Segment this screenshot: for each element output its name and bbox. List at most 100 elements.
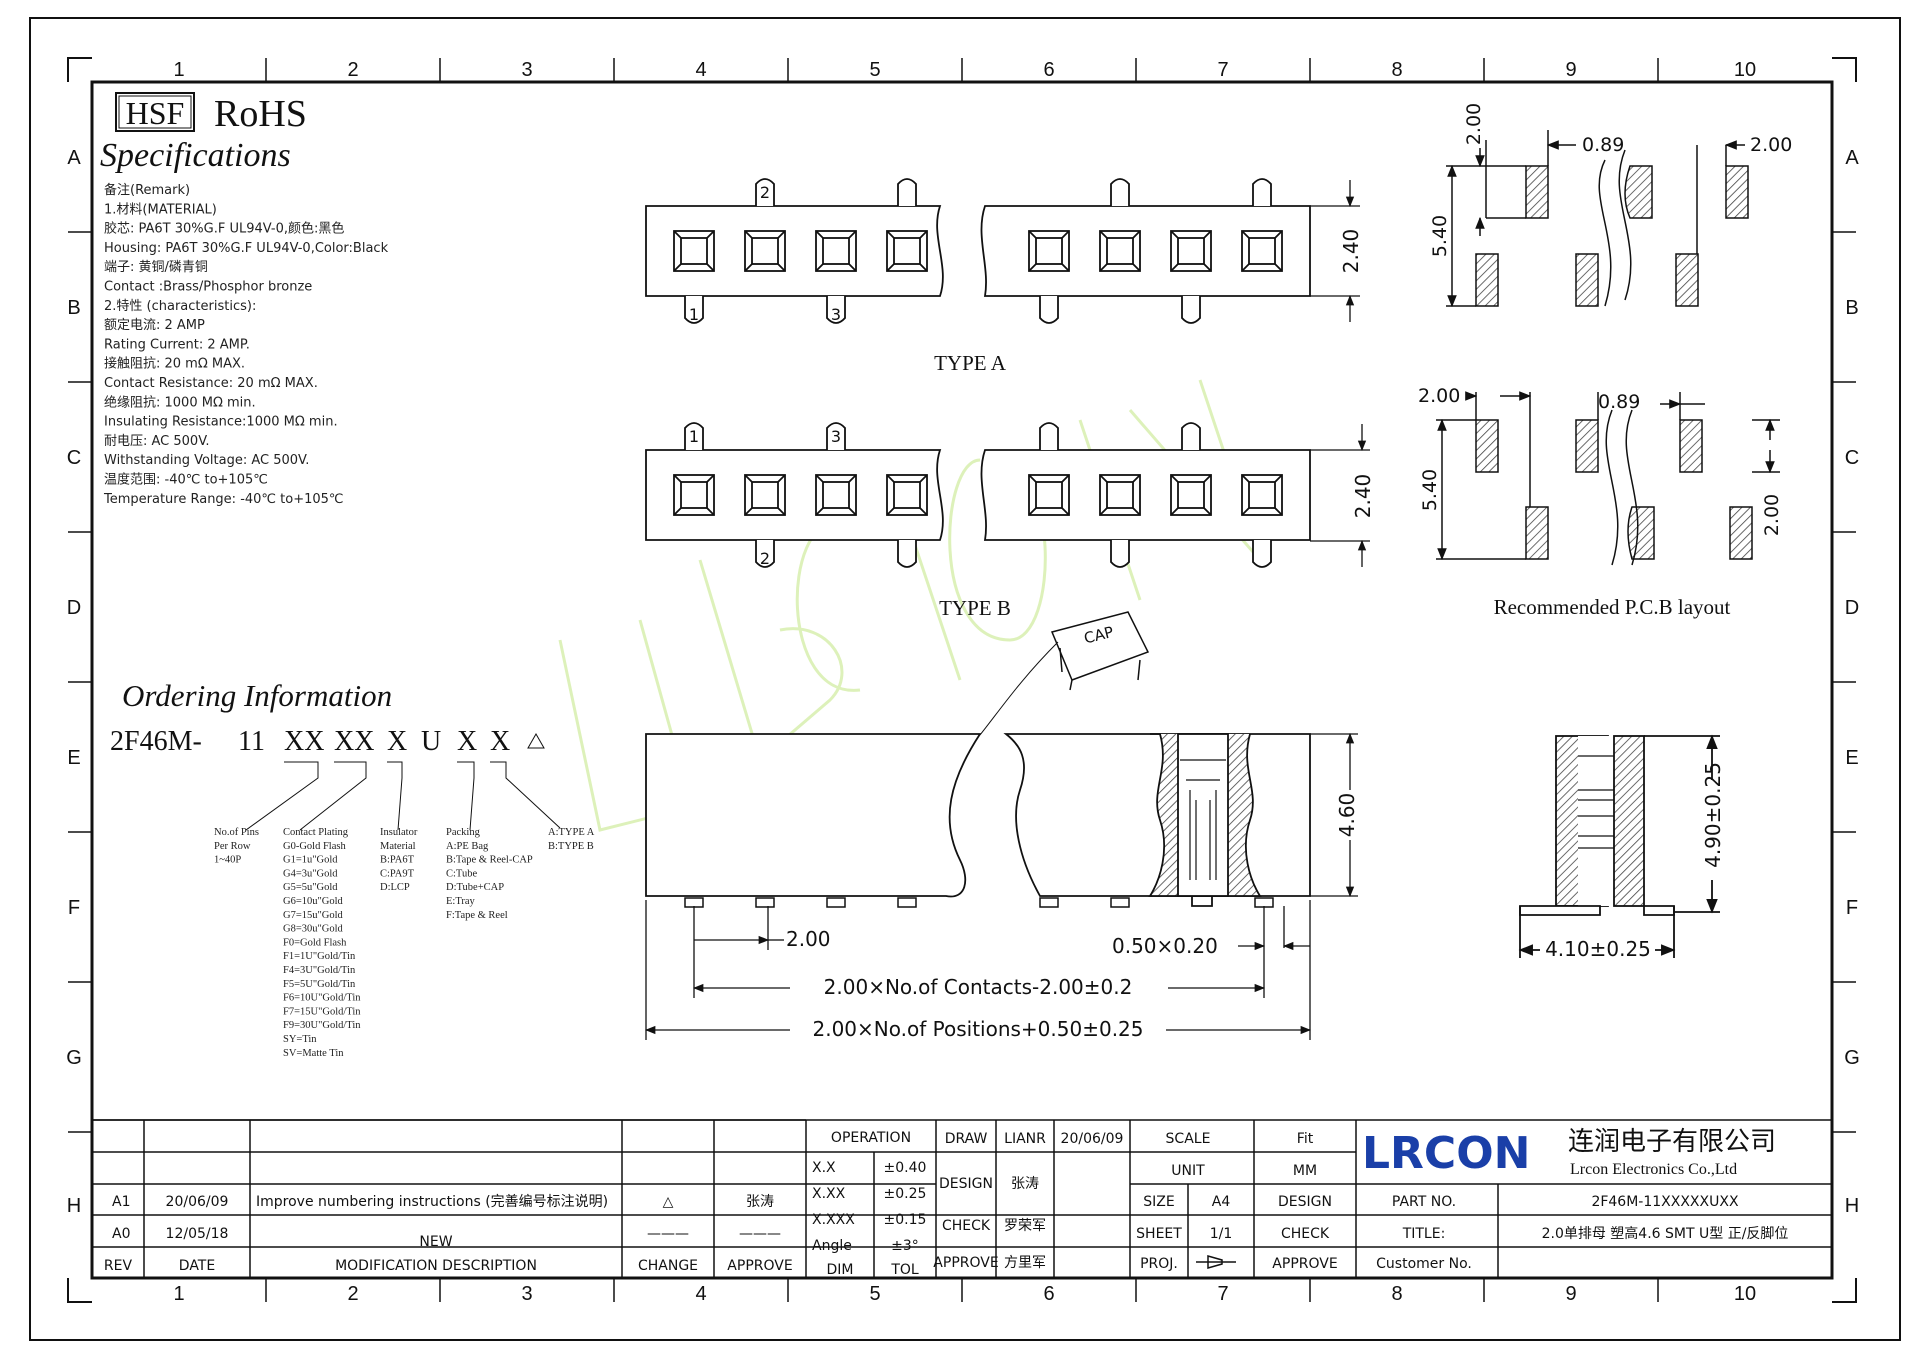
spec-line: 耐电压: AC 500V.	[104, 434, 210, 449]
ordering-legend-line: Insulator	[380, 827, 418, 838]
ordering-legend-line: F:Tape & Reel	[446, 910, 508, 921]
specs-title: Specifications	[100, 137, 291, 174]
pin-bottom	[684, 296, 704, 324]
ordering-code-segment: XX	[284, 726, 324, 757]
spec-line: Insulating Resistance:1000 MΩ min.	[104, 415, 338, 430]
rev-code: A1	[112, 1194, 130, 1210]
grid-row-label-right: E	[1845, 747, 1858, 769]
pin-bottom	[1110, 540, 1130, 568]
pin-bottom	[1181, 296, 1201, 324]
header-change: CHANGE	[638, 1258, 698, 1274]
pin-number: 3	[831, 305, 841, 324]
tol-dim-header: DIM	[827, 1262, 854, 1278]
ordering-legend-line: F4=3U"Gold/Tin	[283, 965, 356, 976]
ordering-legend-line: F0=Gold Flash	[283, 937, 347, 948]
pcb-layout-label: Recommended P.C.B layout	[1494, 595, 1731, 619]
signoff-role: CHECK	[942, 1218, 991, 1234]
ordering-legend-line: Packing	[446, 827, 481, 838]
spec-line: Housing: PA6T 30%G.F UL94V-0,Color:Black	[104, 241, 389, 256]
type-a-label: TYPE A	[934, 351, 1007, 375]
grid-col-label-top: 4	[695, 59, 706, 81]
projection-symbol	[1196, 1255, 1236, 1269]
side-dim-0-50: 0.50×0.20	[1112, 934, 1218, 958]
grid-col-label-top: 8	[1391, 59, 1402, 81]
sheet-value: 1/1	[1210, 1226, 1233, 1242]
end-view	[1518, 734, 1720, 958]
grid-row-label-left: B	[67, 297, 80, 319]
title-block	[92, 1119, 1832, 1279]
pcb-a-dim-0-89: 0.89	[1582, 134, 1624, 156]
ordering-legend-line: G0-Gold Flash	[283, 841, 346, 852]
corner-marks	[67, 57, 1857, 1303]
rev-code: A0	[112, 1226, 130, 1242]
ordering-legend-line: G8=30u"Gold	[283, 924, 344, 935]
smt-lead	[684, 897, 704, 908]
side-dim-positions: 2.00×No.of Positions+0.50±0.25	[813, 1017, 1144, 1041]
housing-right	[980, 205, 1311, 297]
ordering-legend-line: 1~40P	[214, 855, 241, 866]
pcb-a-dim-5-40: 5.40	[1429, 215, 1451, 257]
pcb-a-dim-2-00-v: 2.00	[1463, 103, 1485, 145]
pcb-b-dim-2-00-v: 2.00	[1761, 494, 1783, 536]
spec-line: 温度范围: -40℃ to+105℃	[104, 472, 268, 488]
contact-cavity-inner	[680, 481, 708, 509]
hsf-box	[115, 92, 195, 132]
ordering-legend-line: A:PE Bag	[446, 841, 489, 852]
grid-col-label-top: 10	[1734, 59, 1756, 81]
grid-col-label-bottom: 7	[1217, 1283, 1228, 1305]
size-label: SIZE	[1143, 1194, 1174, 1210]
header-approve: APPROVE	[727, 1258, 792, 1274]
ordering-legend-line: G4=3u"Gold	[283, 868, 338, 879]
spec-line: 备注(Remark)	[104, 182, 190, 198]
pin-top	[1181, 422, 1201, 450]
header-desc: MODIFICATION DESCRIPTION	[335, 1258, 537, 1274]
rev-date: 20/06/09	[166, 1194, 229, 1210]
signoff-role: DESIGN	[939, 1176, 993, 1192]
grid-row-label-right: C	[1845, 447, 1859, 469]
unit-label: UNIT	[1171, 1163, 1205, 1179]
ordering-legend-line: F7=15U"Gold/Tin	[283, 1006, 361, 1017]
ordering-legend-line: B:Tape & Reel-CAP	[446, 855, 533, 866]
cap-callout	[979, 611, 1150, 736]
grid-col-label-top: 6	[1043, 59, 1054, 81]
spec-line: Contact :Brass/Phosphor bronze	[104, 280, 312, 295]
grid-row-label-right: G	[1844, 1047, 1860, 1069]
pin-top	[1039, 422, 1059, 450]
rev-date: 12/05/18	[166, 1226, 229, 1242]
contact-cavity-inner	[1177, 237, 1205, 265]
spec-line: Contact Resistance: 20 mΩ MAX.	[104, 376, 318, 391]
rev-change: △	[663, 1194, 674, 1210]
type-b-label: TYPE B	[939, 596, 1011, 620]
dim-2-40-a: 2.40	[1339, 229, 1363, 274]
grid-row-label-right: D	[1845, 597, 1859, 619]
outer-border	[29, 17, 1901, 1341]
contact-cavity-inner	[1035, 481, 1063, 509]
pin-top	[684, 422, 704, 450]
signoff-name: 方里军	[1004, 1255, 1046, 1271]
check-label: CHECK	[1281, 1226, 1330, 1242]
spec-line: 1.材料(MATERIAL)	[104, 202, 217, 217]
scale-label: SCALE	[1166, 1131, 1211, 1147]
grid-col-label-bottom: 6	[1043, 1283, 1054, 1305]
ordering-legend-line: F9=30U"Gold/Tin	[283, 1020, 361, 1031]
grid-row-label-left: C	[67, 447, 81, 469]
contact-cavity-inner	[1035, 237, 1063, 265]
approve-label: APPROVE	[1272, 1256, 1337, 1272]
contact-cavity-inner	[893, 237, 921, 265]
pin-top	[1110, 178, 1130, 206]
pcb-a-dim-2-00-h: 2.00	[1750, 134, 1792, 156]
ordering-legend-line: No.of Pins	[214, 827, 259, 838]
ordering-legend-line: B:TYPE B	[548, 841, 594, 852]
grid-col-label-bottom: 1	[173, 1283, 184, 1305]
ordering-title: Ordering Information	[122, 678, 392, 713]
contact-cavity-inner	[822, 481, 850, 509]
ordering-leaders	[245, 761, 561, 831]
tol-operation: OPERATION	[831, 1130, 911, 1146]
smt-lead	[1254, 897, 1274, 908]
grid-col-label-bottom: 5	[869, 1283, 880, 1305]
tol-tol-header: TOL	[890, 1262, 919, 1278]
grid-row-label-left: D	[67, 597, 81, 619]
grid-row-label-left: A	[67, 147, 81, 169]
